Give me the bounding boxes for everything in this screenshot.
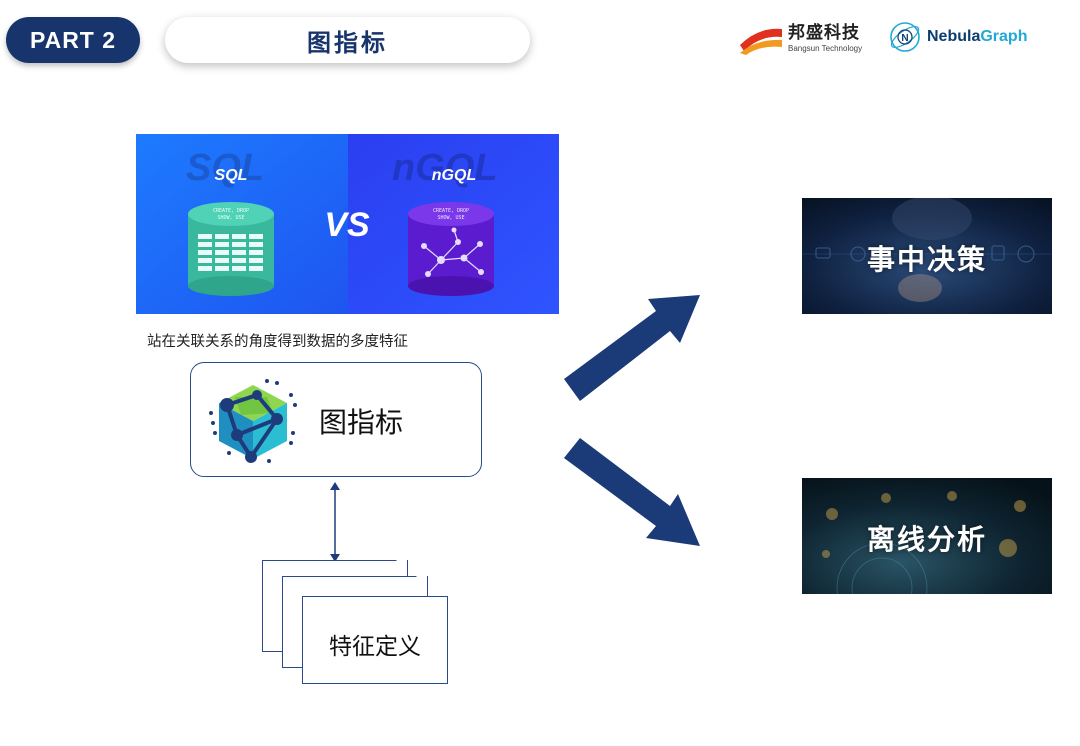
sql-db-text-1: CREATE, DROP (213, 208, 249, 214)
ngql-db-text-2: SHOW, USE (437, 215, 464, 221)
vs-label: VS (324, 206, 370, 244)
ngql-title: nGQL (432, 167, 476, 184)
page-title: 图指标 (165, 17, 530, 63)
sql-watermark: SQL (186, 147, 264, 189)
offline-analysis-label: 离线分析 (866, 523, 987, 556)
brand-name-en: Bangsun Technology (788, 44, 863, 53)
arrow-down-right-icon (564, 438, 700, 546)
offline-analysis-panel: 离线分析 (802, 478, 1052, 594)
bangsun-logo: 邦盛科技 Bangsun Technology (738, 22, 862, 56)
nebula-logo-icon: N (890, 22, 920, 52)
svg-text:N: N (901, 33, 908, 44)
sql-database-icon: CREATE, DROP SHOW, USE (188, 202, 274, 296)
page-fold-icon (415, 575, 427, 587)
graph-word: Graph (980, 28, 1028, 45)
decision-panel: 事中决策 (802, 198, 1052, 314)
caption: 站在关联关系的角度得到数据的多度特征 (147, 334, 408, 350)
brand-name-cn: 邦盛科技 (788, 23, 860, 43)
nebula-word: Nebula (927, 28, 981, 45)
ngql-watermark: nGQL (392, 147, 498, 189)
sql-db-text-2: SHOW, USE (217, 215, 244, 221)
part-label: PART 2 (6, 17, 140, 63)
graph-metric-box: 图指标 (190, 362, 482, 477)
ngql-database-icon: CREATE, DROP SHOW, USE (408, 202, 494, 296)
sql-vs-ngql-banner: SQL nGQL SQL nGQL CREATE, DROP SHOW, USE… (136, 134, 559, 314)
feature-card-front: 特征定义 (302, 596, 448, 684)
nebula-graph-logo: N NebulaGraph (888, 19, 1027, 55)
arrow-up-right-icon (564, 295, 700, 401)
page-fold-icon (395, 559, 407, 571)
bangsun-logo-icon (740, 28, 782, 55)
sql-title: SQL (215, 167, 248, 184)
decision-label: 事中决策 (866, 243, 987, 276)
feature-definition-label: 特征定义 (329, 634, 421, 660)
graph-metric-label: 图指标 (319, 406, 404, 439)
ngql-db-text-1: CREATE, DROP (433, 208, 469, 214)
bidirectional-arrow-icon (330, 482, 340, 562)
graph-cube-icon (209, 379, 297, 463)
